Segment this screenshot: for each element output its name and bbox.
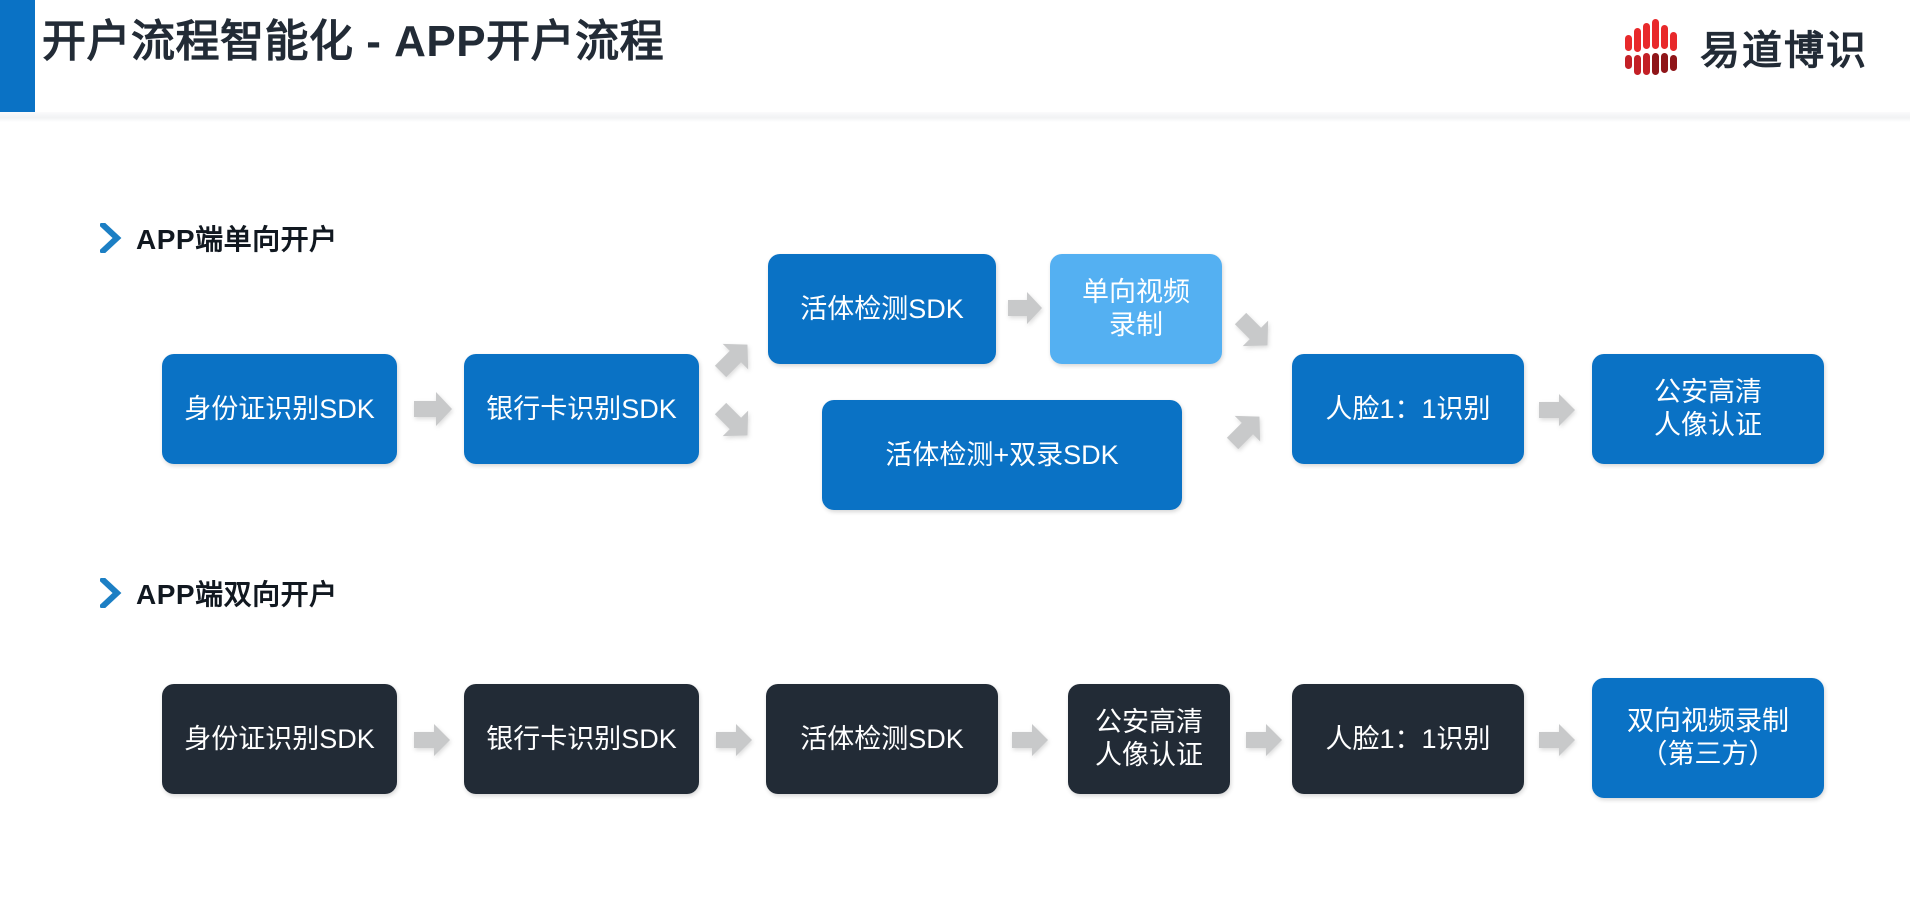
header-divider [0, 112, 1910, 122]
node-label: 银行卡识别SDK [486, 393, 677, 424]
node-label: 身份证识别SDK [184, 723, 375, 754]
chevron-right-icon [100, 223, 122, 253]
node-police-hd-portrait-one-way[interactable]: 公安高清 人像认证 [1592, 354, 1824, 464]
node-bank-card-sdk-one-way[interactable]: 银行卡识别SDK [464, 354, 699, 464]
arrow-right-id-to-bank-two-way [412, 722, 452, 758]
arrow-right-face-to-video-two-way [1537, 722, 1577, 758]
node-label: 公安高清 人像认证 [1095, 707, 1203, 770]
node-label: 单向视频 录制 [1082, 277, 1190, 340]
node-label: 双向视频录制 （第三方） [1627, 706, 1789, 769]
waveform-bars-logo-icon [1624, 19, 1686, 75]
node-liveness-sdk-two-way[interactable]: 活体检测SDK [766, 684, 998, 794]
arrow-down-right-video-to-face [1232, 310, 1276, 354]
node-label: 人脸1：1识别 [1325, 723, 1491, 754]
node-liveness-sdk-one-way[interactable]: 活体检测SDK [768, 254, 996, 364]
node-label: 活体检测+双录SDK [885, 439, 1119, 470]
node-label: 人脸1：1识别 [1325, 393, 1491, 424]
node-label: 银行卡识别SDK [486, 723, 677, 754]
node-label: 身份证识别SDK [184, 393, 375, 424]
node-police-hd-portrait-two-way[interactable]: 公安高清 人像认证 [1068, 684, 1230, 794]
slide-header: 开户流程智能化 - APP开户流程 [0, 0, 1910, 112]
arrow-up-right-dual-record-to-face [1224, 408, 1268, 452]
node-face-1to1-two-way[interactable]: 人脸1：1识别 [1292, 684, 1524, 794]
arrow-down-right-bank-to-dual-record [712, 400, 756, 444]
arrow-up-right-bank-to-liveness [712, 336, 756, 380]
arrow-right-bank-to-liveness-two-way [714, 722, 754, 758]
node-id-card-sdk-two-way[interactable]: 身份证识别SDK [162, 684, 397, 794]
section-label-one-way: APP端单向开户 [136, 224, 338, 255]
section-header-one-way: APP端单向开户 [100, 218, 338, 258]
node-face-1to1-one-way[interactable]: 人脸1：1识别 [1292, 354, 1524, 464]
brand-logo: 易道博识 [1624, 18, 1868, 76]
node-label: 活体检测SDK [800, 723, 964, 754]
arrow-right-police-to-face-two-way [1244, 722, 1284, 758]
node-id-card-sdk-one-way[interactable]: 身份证识别SDK [162, 354, 397, 464]
page-title: 开户流程智能化 - APP开户流程 [42, 17, 665, 66]
node-label: 活体检测SDK [800, 293, 964, 324]
node-liveness-dual-record-sdk[interactable]: 活体检测+双录SDK [822, 400, 1182, 510]
arrow-right-liveness-to-video [1006, 290, 1044, 326]
header-accent-bar [0, 0, 35, 112]
brand-name: 易道博识 [1700, 29, 1868, 73]
arrow-right-liveness-to-police-two-way [1010, 722, 1050, 758]
node-one-way-video-recording[interactable]: 单向视频 录制 [1050, 254, 1222, 364]
node-bank-card-sdk-two-way[interactable]: 银行卡识别SDK [464, 684, 699, 794]
chevron-right-icon [100, 578, 122, 608]
arrow-right-face-to-police-one-way [1537, 392, 1577, 428]
section-header-two-way: APP端双向开户 [100, 573, 338, 613]
node-two-way-video-recording-third-party[interactable]: 双向视频录制 （第三方） [1592, 678, 1824, 798]
node-label: 公安高清 人像认证 [1654, 377, 1762, 440]
arrow-right-id-to-bank-one-way [412, 390, 454, 428]
section-label-two-way: APP端双向开户 [136, 579, 338, 610]
